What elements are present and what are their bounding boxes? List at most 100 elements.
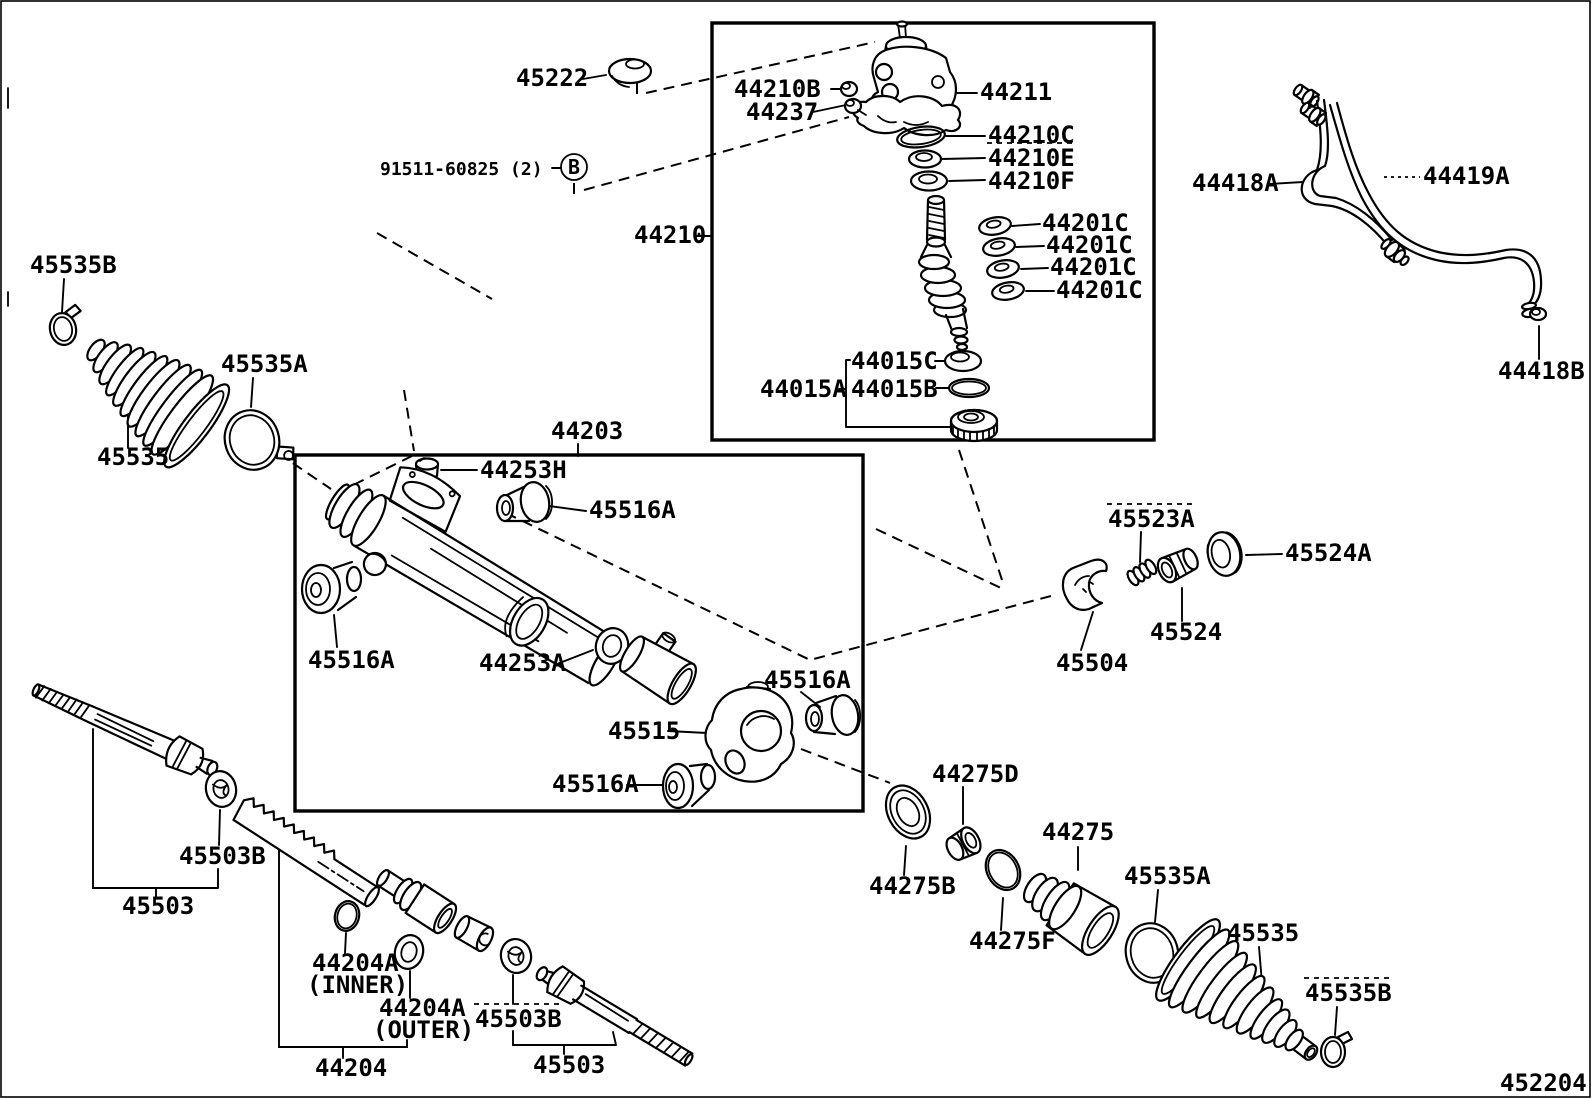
- bearing-44210E: [907, 149, 943, 169]
- pinion-valve-shaft-44210: [917, 194, 969, 361]
- clamp-45535A-left: [223, 409, 295, 471]
- part-label-44253A: 44253A: [479, 649, 566, 677]
- part-label-45535A-right: 45535A: [1124, 862, 1211, 890]
- bushing-45516A-top: [495, 481, 553, 523]
- cylinder-tube-piece: [618, 631, 697, 706]
- part-label-45516A-bottom: 45516A: [552, 770, 639, 798]
- locknut-45524A: [1206, 531, 1243, 577]
- part-label-45516A-top: 45516A: [589, 496, 676, 524]
- part-label-45504: 45504: [1056, 649, 1128, 677]
- rack-housing-44203: [324, 466, 622, 687]
- part-label-44210C: 44210C: [988, 121, 1075, 149]
- bushing-44275D: [945, 826, 982, 861]
- part-label-44210E: 44210E: [988, 144, 1075, 172]
- part-label-45503B-left: 45503B: [179, 842, 266, 870]
- part-label-91511-60825: 91511-60825 (2): [380, 159, 543, 180]
- nut-44418B: [1528, 306, 1548, 322]
- part-label-diagram-number: 452204: [1500, 1069, 1587, 1097]
- part-label-44201C-3: 44201C: [1050, 253, 1137, 281]
- valve-assembly-box-44210: [710, 21, 1156, 442]
- part-label-44418B: 44418B: [1498, 357, 1585, 385]
- rack-stop-collar: [453, 915, 495, 953]
- seal-44275B: [884, 784, 932, 840]
- grommet-44275: [1022, 872, 1120, 956]
- pressure-tube-44419A: [1299, 101, 1543, 319]
- seal-44015A: [949, 408, 999, 443]
- part-label-44275B: 44275B: [869, 872, 956, 900]
- part-label-44253H: 44253H: [480, 456, 567, 484]
- rack-bar-44204: [232, 797, 380, 908]
- oring-44275F: [984, 848, 1022, 892]
- boot-45535-right: [1155, 918, 1319, 1061]
- part-label-45516A-right: 45516A: [764, 666, 851, 694]
- part-label-45535A-left: 45535A: [221, 350, 308, 378]
- part-label-45535-left: 45535: [97, 443, 169, 471]
- seal-44204A-outer: [393, 934, 425, 970]
- bushing-45516A-right: [804, 694, 862, 736]
- part-label-45503B-right: 45503B: [475, 1005, 562, 1033]
- part-label-44201C-4: 44201C: [1056, 276, 1143, 304]
- part-label-45535B-right: 45535B: [1305, 979, 1392, 1007]
- part-label-44418A: 44418A: [1192, 169, 1279, 197]
- bushing-44253A: [594, 627, 630, 665]
- part-label-45523A: 45523A: [1108, 505, 1195, 533]
- bushing-45516A-bottom: [661, 762, 717, 810]
- clamp-45535B-left: [48, 303, 82, 346]
- part-label-44210: 44210: [634, 221, 706, 249]
- part-label-44275F: 44275F: [969, 927, 1056, 955]
- part-label-45535B-left: 45535B: [30, 251, 117, 279]
- part-label-44015B: 44015B: [851, 375, 938, 403]
- callout-b-letter: B: [568, 155, 580, 179]
- oring-44204A-inner: [333, 900, 361, 932]
- pressure-tube-44418A: [1292, 83, 1410, 267]
- gear-housing-box-44203: [293, 453, 865, 813]
- housing-end-45515: [704, 681, 795, 783]
- bushing-45516A-left: [300, 560, 363, 615]
- bolt-44237: [843, 97, 867, 116]
- rack-guide-45504: [1061, 558, 1108, 611]
- part-label-44203: 44203: [551, 417, 623, 445]
- bolt-44210B: [839, 80, 859, 98]
- tie-rod-45503-left: [31, 683, 219, 777]
- plug-45524: [1156, 547, 1199, 584]
- part-label-45535-right: 45535: [1227, 919, 1299, 947]
- leader-lines: [61, 74, 1540, 1059]
- part-label-44204A-outer: 44204A: [379, 994, 466, 1022]
- washer-45503B-right: [499, 937, 533, 975]
- part-label-45516A-left: 45516A: [308, 646, 395, 674]
- part-label-44201C-1: 44201C: [1042, 209, 1129, 237]
- tie-rod-45503-right: [535, 965, 694, 1067]
- part-label-44210B: 44210B: [734, 75, 821, 103]
- oring-44210C: [896, 125, 946, 149]
- seal-44210F: [909, 170, 949, 192]
- part-label-45515: 45515: [608, 717, 680, 745]
- clamp-45535B-right: [1319, 1030, 1354, 1069]
- washer-44201C-2: [982, 237, 1016, 257]
- part-label-45503-left: 45503: [122, 892, 194, 920]
- oring-44015B: [947, 377, 991, 399]
- part-label-44201C-2: 44201C: [1046, 231, 1133, 259]
- washer-44201C-1: [978, 216, 1012, 236]
- part-label-45222: 45222: [516, 64, 588, 92]
- washer-44201C-4: [991, 281, 1025, 301]
- part-label-44419A: 44419A: [1423, 162, 1510, 190]
- dashed-guides: [262, 41, 1052, 784]
- part-label-45524A: 45524A: [1285, 539, 1372, 567]
- part-label-44204A-inner: 44204A: [312, 949, 399, 977]
- part-label-44211: 44211: [980, 78, 1052, 106]
- rack-piston-end: [375, 869, 458, 935]
- part-label-45503-right: 45503: [533, 1051, 605, 1079]
- part-label-44275D: 44275D: [932, 760, 1019, 788]
- part-label-44237: 44237: [746, 98, 818, 126]
- control-valve-housing-44211: [851, 20, 962, 137]
- part-label-44204A-inner-note: (INNER): [307, 971, 408, 999]
- washer-45503B-left: [204, 770, 238, 808]
- part-label-44015C: 44015C: [851, 347, 938, 375]
- callout-b: B: [560, 153, 588, 181]
- boot-45535-left: [86, 338, 231, 469]
- part-label-44210F: 44210F: [988, 167, 1075, 195]
- washer-44201C-3: [986, 259, 1020, 279]
